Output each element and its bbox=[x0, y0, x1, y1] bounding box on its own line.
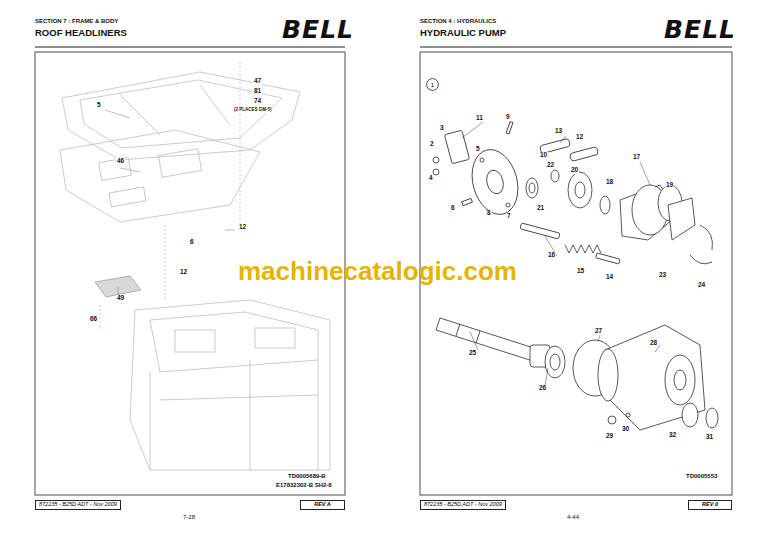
section-heading: SECTION 4 : HYDRAULICS bbox=[420, 18, 496, 24]
callout-number: 19 bbox=[665, 182, 674, 189]
callout-number: 12 bbox=[575, 134, 584, 141]
drawing-number: TD0005689-B bbox=[288, 473, 326, 479]
callout-number: 27 bbox=[594, 328, 603, 335]
callout-number: 5 bbox=[96, 102, 102, 109]
note-text: (2 PLACES GM-5) bbox=[234, 108, 272, 113]
callout-number: 31 bbox=[705, 434, 714, 441]
callout-number: 12 bbox=[238, 224, 247, 231]
footer-box: 872235 - B25D ADT - Nov 2009 bbox=[35, 500, 121, 510]
page-title: ROOF HEADLINERS bbox=[35, 28, 127, 38]
callout-number: 29 bbox=[605, 433, 614, 440]
callout-number: 17 bbox=[632, 154, 641, 161]
callout-number: 2 bbox=[429, 141, 435, 148]
callout-number: 23 bbox=[658, 272, 667, 279]
callout-number: 15 bbox=[576, 268, 585, 275]
revision-box: REV A bbox=[300, 500, 345, 510]
revision-box: REV 0 bbox=[688, 500, 732, 510]
callout-number: 18 bbox=[605, 179, 614, 186]
callout-number: 28 bbox=[649, 340, 658, 347]
callout-number: 8 bbox=[486, 210, 492, 217]
callout-number: 49 bbox=[116, 295, 125, 302]
section-heading: SECTION 7 : FRAME & BODY bbox=[35, 18, 118, 24]
callout-number: 7 bbox=[506, 213, 512, 220]
callout-number: 47 bbox=[253, 78, 262, 85]
callout-number: 30 bbox=[621, 426, 630, 433]
callout-number: 13 bbox=[554, 128, 563, 135]
callout-number: 5 bbox=[475, 146, 481, 153]
box-text: REV A bbox=[304, 502, 341, 508]
callout-number: 9 bbox=[505, 114, 511, 121]
callout-number: 66 bbox=[89, 316, 98, 323]
callout-number: 6 bbox=[189, 239, 195, 246]
callout-number: 22 bbox=[546, 162, 555, 169]
drawing-number: TD0005553 bbox=[686, 473, 717, 479]
callout-number: 46 bbox=[116, 158, 125, 165]
box-text: 1 bbox=[426, 82, 439, 88]
callout-number: 26 bbox=[538, 385, 547, 392]
callout-number: 12 bbox=[179, 269, 188, 276]
callout-number: 16 bbox=[547, 252, 556, 259]
drawing-number: E17832302-B SH2-8 bbox=[276, 482, 332, 488]
page-number: 4-44 bbox=[567, 514, 579, 520]
callout-number: 24 bbox=[697, 282, 706, 289]
callout-number: 11 bbox=[475, 115, 484, 122]
callout-number: 4 bbox=[428, 175, 434, 182]
box-text: 872235 - B25D ADT - Nov 2009 bbox=[39, 502, 117, 508]
callout-number: 3 bbox=[439, 125, 445, 132]
callout-number: 20 bbox=[570, 167, 579, 174]
brand-logo: BELL bbox=[282, 17, 354, 42]
page-title: HYDRAULIC PUMP bbox=[420, 28, 506, 38]
callout-number: 74 bbox=[253, 98, 262, 105]
brand-logo: BELL bbox=[664, 17, 736, 42]
callout-number: 32 bbox=[668, 432, 677, 439]
page-number: 7-28 bbox=[183, 514, 195, 520]
box-text: 872235 - B25D ADT - Nov 2009 bbox=[424, 502, 502, 508]
footer-box: 872235 - B25D ADT - Nov 2009 bbox=[420, 500, 506, 510]
callout-number: 14 bbox=[605, 274, 614, 281]
callout-number: 25 bbox=[468, 350, 477, 357]
callout-number: 21 bbox=[536, 205, 545, 212]
box-text: REV 0 bbox=[692, 502, 728, 508]
figure-circle: 1 bbox=[426, 78, 439, 91]
callout-number: 81 bbox=[253, 88, 262, 95]
watermark: machinecatalogic.com bbox=[238, 258, 517, 284]
callout-number: 10 bbox=[539, 152, 548, 159]
callout-number: 6 bbox=[450, 205, 456, 212]
